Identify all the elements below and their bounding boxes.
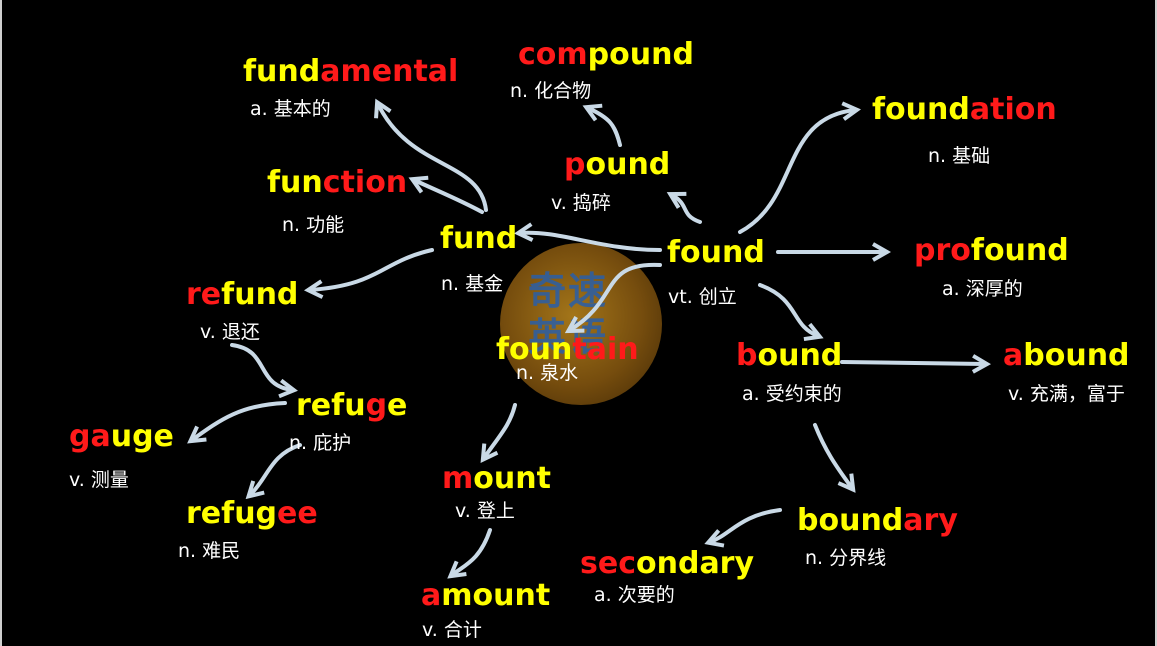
- fundamental-part-affix: amental: [320, 54, 459, 89]
- fundamental-part-root: fund: [243, 54, 321, 89]
- arrow-bound-to-boundary: [813, 423, 856, 493]
- mount-part-root: ount: [473, 461, 551, 496]
- gloss-compound: n. 化合物: [510, 80, 592, 102]
- arrow-found-to-bound: [758, 283, 824, 342]
- foundation-part-root: found: [872, 92, 970, 127]
- compound-part-affix: com: [518, 37, 588, 72]
- arrow-found-to-foundation: [738, 101, 861, 234]
- arrow-refuge-to-refugee: [245, 443, 302, 500]
- mount-part-affix: m: [442, 461, 474, 496]
- word-function: function: [267, 166, 407, 200]
- arrow-pound-to-compound: [582, 103, 622, 147]
- function-part-affix: ction: [322, 165, 408, 200]
- found-part-root: found: [667, 235, 765, 270]
- arrow-mount-to-amount: [447, 528, 492, 579]
- gloss-secondary: a. 次要的: [594, 584, 675, 606]
- refuge-part-root: e: [387, 388, 408, 423]
- gloss-gauge: v. 测量: [69, 469, 129, 491]
- gloss-function: n. 功能: [282, 214, 345, 236]
- word-amount: amount: [421, 579, 550, 613]
- gloss-bound: a. 受约束的: [742, 383, 842, 405]
- refuge-part-affix: g: [365, 388, 388, 423]
- word-bound: bound: [736, 339, 842, 373]
- arrow-fountain-to-mount: [480, 403, 517, 463]
- word-fountain: fountain: [496, 333, 639, 367]
- word-refuge: refuge: [296, 389, 407, 423]
- word-refund: refund: [186, 278, 298, 312]
- gloss-abound: v. 充满，富于: [1008, 383, 1125, 405]
- boundary-part-root: bound: [797, 503, 904, 538]
- refugee-part-affix: ee: [277, 496, 318, 531]
- word-foundation: foundation: [872, 93, 1057, 127]
- refugee-part-root: refug: [186, 496, 278, 531]
- refund-part-affix: re: [186, 277, 222, 312]
- arrow-fund-to-refund: [303, 248, 434, 299]
- refund-part-root: fund: [221, 277, 299, 312]
- arrow-found-to-fountain: [564, 262, 662, 334]
- gloss-fundamental: a. 基本的: [250, 98, 331, 120]
- gauge-part-root: uge: [110, 419, 174, 454]
- compound-part-root: pound: [587, 37, 694, 72]
- watermark-text: 奇速英语: [528, 269, 609, 359]
- profound-part-root: found: [970, 233, 1069, 268]
- word-refugee: refugee: [186, 497, 318, 531]
- word-mount: mount: [442, 462, 551, 496]
- word-abound: abound: [1003, 339, 1130, 373]
- pound-part-root: ound: [585, 147, 671, 182]
- arrow-found-to-fund: [513, 222, 662, 252]
- gloss-profound: a. 深厚的: [942, 278, 1023, 300]
- word-boundary: boundary: [797, 504, 958, 538]
- gloss-pound: v. 捣碎: [551, 192, 611, 214]
- arrow-refund-to-refuge: [230, 343, 298, 399]
- refuge-part-root: refu: [296, 388, 366, 423]
- foundation-part-affix: ation: [969, 92, 1057, 127]
- gloss-fountain: n. 泉水: [516, 362, 579, 384]
- secondary-part-affix: sec: [580, 546, 636, 581]
- arrow-boundary-to-secondary: [704, 508, 782, 548]
- gloss-foundation: n. 基础: [928, 145, 991, 167]
- gauge-part-affix: ga: [69, 419, 111, 454]
- boundary-part-affix: ary: [903, 503, 958, 538]
- amount-part-root: mount: [441, 578, 551, 613]
- fund-part-root: fund: [440, 221, 518, 256]
- arrow-fund-to-function: [408, 175, 484, 214]
- function-part-root: fun: [267, 165, 323, 200]
- gloss-fund: n. 基金: [441, 273, 504, 295]
- word-gauge: gauge: [69, 420, 174, 454]
- word-compound: compound: [518, 38, 694, 72]
- bound-part-root: ound: [757, 338, 843, 373]
- secondary-part-root: ondary: [636, 546, 755, 581]
- abound-part-root: bound: [1023, 338, 1130, 373]
- gloss-amount: v. 合计: [422, 619, 482, 641]
- profound-part-affix: pro: [914, 233, 971, 268]
- fountain-part-affix: tain: [572, 332, 639, 367]
- word-profound: profound: [914, 234, 1069, 268]
- arrow-found-to-pound: [666, 191, 702, 224]
- pound-part-affix: p: [564, 147, 586, 182]
- arrow-fund-to-fundamental: [374, 98, 488, 212]
- gloss-mount: v. 登上: [455, 500, 515, 522]
- fountain-part-root: foun: [496, 332, 573, 367]
- abound-part-affix: a: [1003, 338, 1024, 373]
- word-pound: pound: [564, 148, 670, 182]
- gloss-refund: v. 退还: [200, 321, 260, 343]
- word-secondary: secondary: [580, 547, 754, 581]
- word-fundamental: fundamental: [243, 55, 458, 89]
- gloss-refugee: n. 难民: [178, 540, 241, 562]
- gloss-boundary: n. 分界线: [805, 547, 887, 569]
- word-fund: fund: [440, 222, 517, 256]
- gloss-refuge: n. 庇护: [289, 432, 352, 454]
- word-found: found: [667, 236, 765, 270]
- arrow-bound-to-abound: [840, 354, 992, 374]
- amount-part-affix: a: [421, 578, 442, 613]
- bound-part-affix: b: [736, 338, 758, 373]
- gloss-found: vt. 创立: [668, 286, 737, 308]
- arrow-refuge-to-gauge: [187, 401, 287, 444]
